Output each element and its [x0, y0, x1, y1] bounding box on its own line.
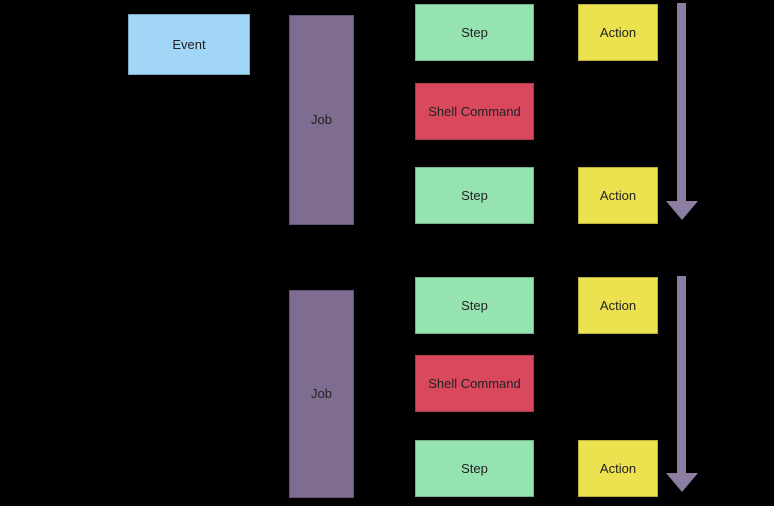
action-label: Action — [599, 297, 637, 313]
job-node: Job — [289, 15, 354, 225]
shell-command-label: Shell Command — [428, 375, 521, 391]
action-node: Action — [578, 4, 658, 61]
action-node: Action — [578, 167, 658, 224]
job-node: Job — [289, 290, 354, 498]
arrow-shaft — [677, 276, 686, 473]
event-label: Event — [172, 36, 206, 52]
action-node: Action — [578, 277, 658, 334]
shell-command-node: Shell Command — [415, 355, 534, 412]
step-node: Step — [415, 277, 534, 334]
action-label: Action — [599, 187, 637, 203]
arrow-head — [666, 201, 698, 220]
shell-command-label: Shell Command — [428, 103, 521, 119]
event-node: Event — [128, 14, 250, 75]
action-label: Action — [599, 24, 637, 40]
step-label: Step — [461, 187, 488, 203]
step-label: Step — [461, 297, 488, 313]
step-label: Step — [461, 460, 488, 476]
step-label: Step — [461, 24, 488, 40]
action-node: Action — [578, 440, 658, 497]
step-node: Step — [415, 440, 534, 497]
step-node: Step — [415, 4, 534, 61]
down-arrow-icon — [666, 276, 698, 492]
step-node: Step — [415, 167, 534, 224]
arrow-head — [666, 473, 698, 492]
job-label: Job — [311, 112, 332, 128]
job-label: Job — [311, 386, 332, 402]
arrow-shaft — [677, 3, 686, 201]
shell-command-node: Shell Command — [415, 83, 534, 140]
action-label: Action — [599, 460, 637, 476]
down-arrow-icon — [666, 3, 698, 220]
